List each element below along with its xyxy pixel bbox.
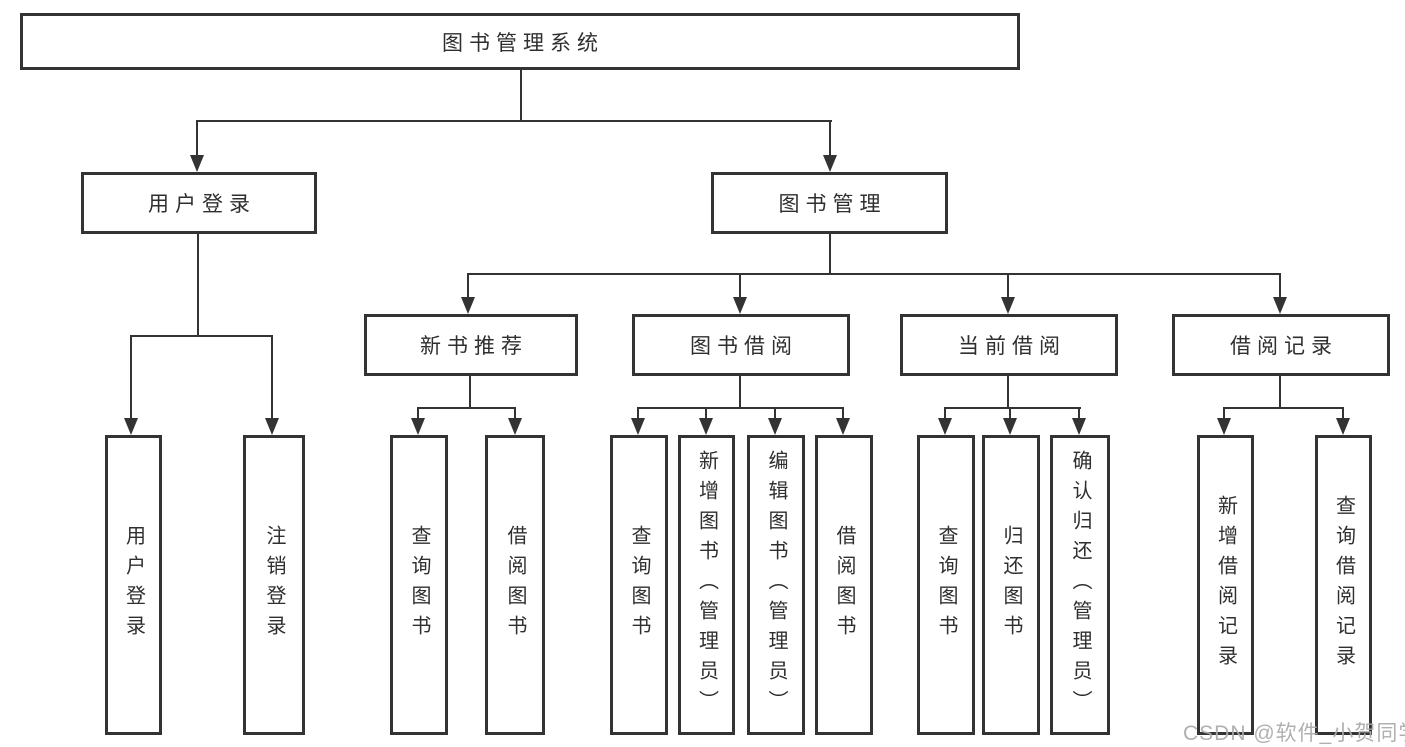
- arrowhead-newbook-query: [411, 418, 425, 435]
- leaf-current-query-label: 查询图书: [935, 525, 957, 645]
- connector-drop-user-login: [196, 120, 198, 156]
- node-new-book-rec-label: 新书推荐: [420, 335, 528, 358]
- csdn-watermark: CSDN @软件_小贺同学: [1183, 722, 1405, 745]
- connector-book-borrow-branch: [637, 407, 844, 409]
- connector-user-login-branch: [130, 335, 273, 337]
- connector-user-login-stem: [197, 234, 199, 335]
- leaf-records-add-label: 新增借阅记录: [1214, 495, 1237, 675]
- node-user-login-group: 用户登录: [81, 172, 317, 234]
- connector-level2-branch: [196, 120, 832, 122]
- connector-drop-leaf-logout: [271, 335, 273, 419]
- arrowhead-book-borrow: [733, 297, 747, 314]
- leaf-current-confirm-label: 确认归还（管理员）: [1069, 450, 1091, 720]
- connector-drop-borrow-edit: [774, 407, 776, 419]
- leaf-user-login: 用户登录: [105, 435, 162, 735]
- leaf-logout-label: 注销登录: [263, 525, 285, 645]
- arrowhead-user-login: [190, 155, 204, 172]
- node-borrow-records-label: 借阅记录: [1230, 335, 1338, 358]
- connector-current-borrow-branch: [944, 407, 1081, 409]
- connector-drop-records-query: [1342, 407, 1344, 419]
- leaf-current-confirm: 确认归还（管理员）: [1050, 435, 1110, 735]
- leaf-borrow-edit: 编辑图书（管理员）: [747, 435, 805, 735]
- node-borrow-records: 借阅记录: [1172, 314, 1390, 376]
- connector-drop-records-add: [1223, 407, 1225, 419]
- leaf-borrow-add: 新增图书（管理员）: [678, 435, 735, 735]
- node-user-login-group-label: 用户登录: [148, 193, 256, 216]
- node-book-mgmt-group: 图书管理: [711, 172, 948, 234]
- arrowhead-records-query: [1336, 418, 1350, 435]
- arrowhead-leaf-user-login: [124, 418, 138, 435]
- arrowhead-newbook-borrow: [508, 418, 522, 435]
- connector-drop-book-borrow: [739, 273, 741, 298]
- leaf-records-query: 查询借阅记录: [1315, 435, 1372, 735]
- connector-drop-borrow-add: [705, 407, 707, 419]
- connector-drop-current-borrow: [1007, 273, 1009, 298]
- arrowhead-current-return: [1003, 418, 1017, 435]
- leaf-current-return-label: 归还图书: [1000, 525, 1022, 645]
- node-new-book-rec: 新书推荐: [364, 314, 578, 376]
- arrowhead-borrow-edit: [768, 418, 782, 435]
- arrowhead-book-mgmt: [823, 155, 837, 172]
- arrowhead-borrow-query: [631, 418, 645, 435]
- connector-level3-branch: [467, 273, 1281, 275]
- leaf-logout: 注销登录: [243, 435, 305, 735]
- connector-drop-new-book: [467, 273, 469, 298]
- node-current-borrow: 当前借阅: [900, 314, 1118, 376]
- node-book-mgmt-group-label: 图书管理: [778, 193, 887, 216]
- connector-book-mgmt-stem: [829, 234, 831, 273]
- leaf-current-return: 归还图书: [982, 435, 1040, 735]
- node-current-borrow-label: 当前借阅: [958, 335, 1066, 358]
- connector-drop-book-mgmt: [829, 120, 831, 156]
- connector-root-stem: [520, 70, 522, 120]
- node-root-label: 图书管理系统: [442, 31, 604, 55]
- leaf-newbook-borrow: 借阅图书: [485, 435, 545, 735]
- connector-new-book-stem: [469, 376, 471, 407]
- leaf-newbook-borrow-label: 借阅图书: [504, 525, 526, 645]
- connector-drop-current-confirm: [1078, 407, 1080, 419]
- arrowhead-current-confirm: [1072, 418, 1086, 435]
- connector-drop-current-query: [944, 407, 946, 419]
- connector-drop-borrow-borrow: [842, 407, 844, 419]
- connector-book-borrow-stem: [739, 376, 741, 407]
- arrowhead-current-query: [938, 418, 952, 435]
- leaf-borrow-add-label: 新增图书（管理员）: [695, 450, 718, 720]
- arrowhead-current-borrow: [1001, 297, 1015, 314]
- connector-borrow-records-branch: [1223, 407, 1344, 409]
- leaf-current-query: 查询图书: [917, 435, 975, 735]
- connector-new-book-branch: [417, 407, 516, 409]
- node-book-borrow-label: 图书借阅: [690, 335, 798, 358]
- leaf-borrow-borrow-label: 借阅图书: [833, 525, 855, 645]
- leaf-borrow-query: 查询图书: [610, 435, 668, 735]
- leaf-newbook-query-label: 查询图书: [408, 525, 430, 645]
- leaf-borrow-edit-label: 编辑图书（管理员）: [765, 450, 787, 720]
- leaf-records-add: 新增借阅记录: [1197, 435, 1254, 735]
- connector-drop-newbook-query: [417, 407, 419, 419]
- arrowhead-borrow-borrow: [836, 418, 850, 435]
- arrowhead-new-book: [461, 297, 475, 314]
- arrowhead-borrow-records: [1273, 297, 1287, 314]
- node-book-borrow: 图书借阅: [632, 314, 850, 376]
- node-root: 图书管理系统: [20, 13, 1020, 70]
- connector-drop-leaf-user-login: [130, 335, 132, 419]
- connector-drop-borrow-records: [1279, 273, 1281, 298]
- leaf-borrow-borrow: 借阅图书: [815, 435, 873, 735]
- connector-drop-current-return: [1009, 407, 1011, 419]
- leaf-records-query-label: 查询借阅记录: [1332, 495, 1355, 675]
- arrowhead-borrow-add: [699, 418, 713, 435]
- leaf-borrow-query-label: 查询图书: [628, 525, 650, 645]
- connector-drop-borrow-query: [637, 407, 639, 419]
- arrowhead-records-add: [1217, 418, 1231, 435]
- connector-current-borrow-stem: [1007, 376, 1009, 407]
- connector-drop-newbook-borrow: [514, 407, 516, 419]
- leaf-newbook-query: 查询图书: [390, 435, 448, 735]
- connector-borrow-records-stem: [1279, 376, 1281, 407]
- leaf-user-login-label: 用户登录: [122, 525, 145, 645]
- arrowhead-leaf-logout: [265, 418, 279, 435]
